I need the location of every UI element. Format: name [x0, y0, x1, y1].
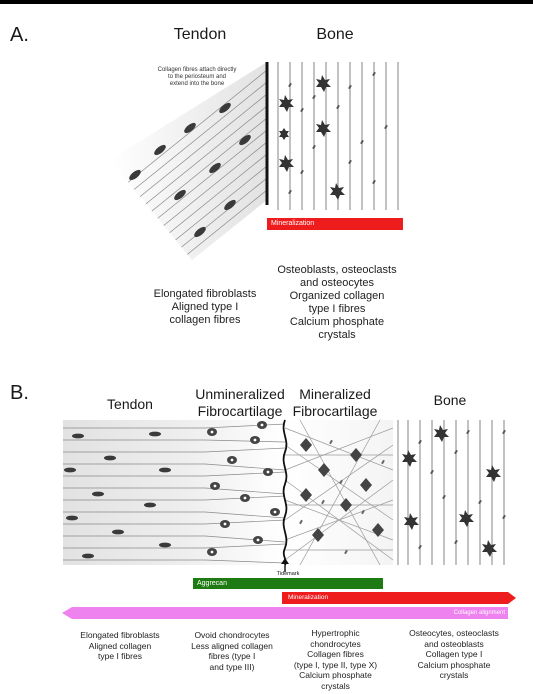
panel-b-tidemark-line	[282, 419, 288, 566]
panel-a-bone-title: Bone	[316, 26, 354, 43]
panel-a-tendon-title: Tendon	[173, 26, 227, 43]
panel-a-mineralization-label: Mineralization	[271, 220, 315, 227]
tidemark-arrow-icon	[281, 558, 289, 572]
panel-b-desc-tendon: Elongated fibroblasts Aligned collagen t…	[80, 630, 160, 661]
panel-b-desc-mineralized: Hypertrophic chondrocytes Collagen fibre…	[293, 628, 378, 691]
panel-b-mineralized-fibres	[284, 419, 394, 566]
panel-b-aggrecan-bar: Aggrecan	[193, 578, 383, 589]
osteocyte-icon	[402, 425, 501, 557]
panel-b-label: B.	[10, 382, 29, 404]
panel-b-tendon-fibres	[63, 427, 205, 561]
panel-b-bone-fibres	[397, 420, 505, 565]
panel-a-label: A.	[10, 24, 29, 46]
panel-a-attach-note: Collagen fibres attach directly to the p…	[157, 67, 237, 87]
panel-b-aggrecan-label: Aggrecan	[197, 580, 227, 587]
fibroblast-icon	[64, 431, 171, 559]
panel-a-bone-desc: Osteoblasts, osteoclasts and osteocytes …	[277, 264, 397, 341]
fibroblast-icon	[129, 102, 251, 238]
panel-b-bone-title: Bone	[433, 392, 467, 408]
panel-b-collagen-label: Collagen alignment	[453, 610, 505, 616]
top-border	[0, 0, 533, 4]
panel-b-desc-unmineralized: Ovoid chondrocytes Less aligned collagen…	[191, 630, 273, 672]
panel-a-mineralization-bar: Mineralization	[267, 218, 403, 230]
panel-b-mineralized-title: Mineralized Fibrocartilage	[292, 386, 378, 419]
panel-b-mineralization-label: Mineralization	[288, 594, 329, 601]
panel-a-tendon-desc: Elongated fibroblasts Aligned type I col…	[153, 288, 257, 326]
panel-a-tendon-body	[110, 62, 267, 260]
chondrocyte-icon	[207, 421, 280, 556]
panel-b-unmineralized-title: Unmineralized Fibrocartilage	[195, 386, 285, 419]
osteocyte-icon	[279, 75, 345, 200]
panel-b-unmineralized-fibres	[204, 423, 286, 564]
panel-b-tidemark-label: Tidemark	[276, 571, 300, 577]
crystal-icon	[288, 71, 388, 195]
crystal-icon	[299, 439, 385, 555]
bone-crystal-icon	[418, 429, 506, 550]
panel-b-desc-bone: Osteocytes, osteoclasts and osteoblasts …	[409, 628, 499, 680]
hypertrophic-chondrocyte-icon	[300, 438, 384, 542]
panel-b-tendon-title: Tendon	[107, 396, 153, 412]
